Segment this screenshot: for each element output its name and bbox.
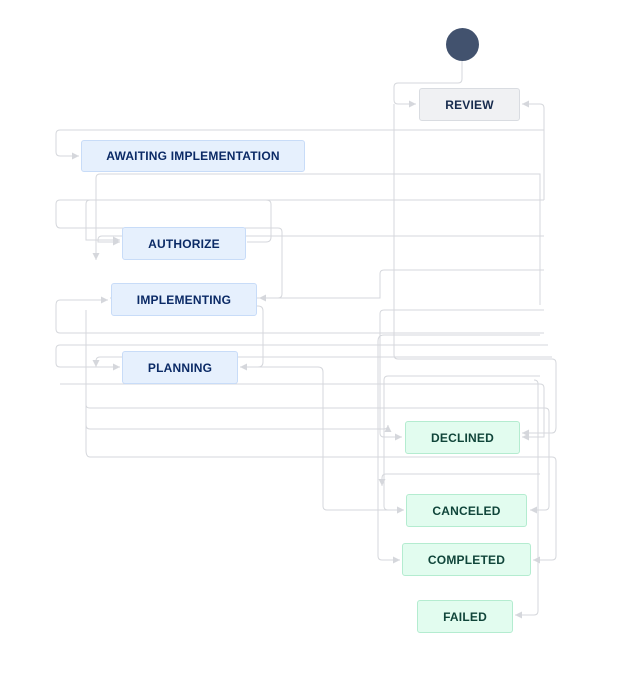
- transition-start-review: [393, 61, 463, 108]
- transition-to-canceled-3: [383, 375, 540, 514]
- transition-to-completed: [85, 449, 557, 564]
- transition-to-canceled: [85, 404, 550, 514]
- transition-to-awaiting: [55, 129, 544, 160]
- transition-to-completed-2: [377, 334, 540, 564]
- transition-planning-canceled: [240, 366, 404, 514]
- status-planning[interactable]: PLANNING: [122, 351, 238, 384]
- transition-to-failed-2: [378, 473, 540, 486]
- transition-to-declined: [379, 309, 544, 441]
- transition-to-declined-2: [60, 383, 545, 441]
- status-completed[interactable]: COMPLETED: [402, 543, 531, 576]
- status-canceled[interactable]: CANCELED: [406, 494, 527, 527]
- transition-review-declined: [393, 104, 557, 437]
- status-failed[interactable]: FAILED: [417, 600, 513, 633]
- status-authorize[interactable]: AUTHORIZE: [122, 227, 246, 260]
- transition-to-planning: [55, 344, 548, 371]
- status-review[interactable]: REVIEW: [419, 88, 520, 121]
- transition-to-planning-2: [92, 356, 552, 367]
- transition-to-canceled-2: [85, 424, 392, 433]
- transition-to-failed: [85, 310, 539, 615]
- transition-to-review: [522, 100, 545, 200]
- start-node[interactable]: [446, 28, 479, 61]
- transition-to-implementing-2: [55, 296, 544, 334]
- transition-authorize-implementing: [55, 199, 283, 302]
- status-declined[interactable]: DECLINED: [405, 421, 520, 454]
- status-awaiting-implementation[interactable]: AWAITING IMPLEMENTATION: [81, 140, 305, 172]
- transition-to-awaiting-2: [92, 173, 541, 305]
- transition-to-implementing: [110, 269, 544, 302]
- status-implementing[interactable]: IMPLEMENTING: [111, 283, 257, 316]
